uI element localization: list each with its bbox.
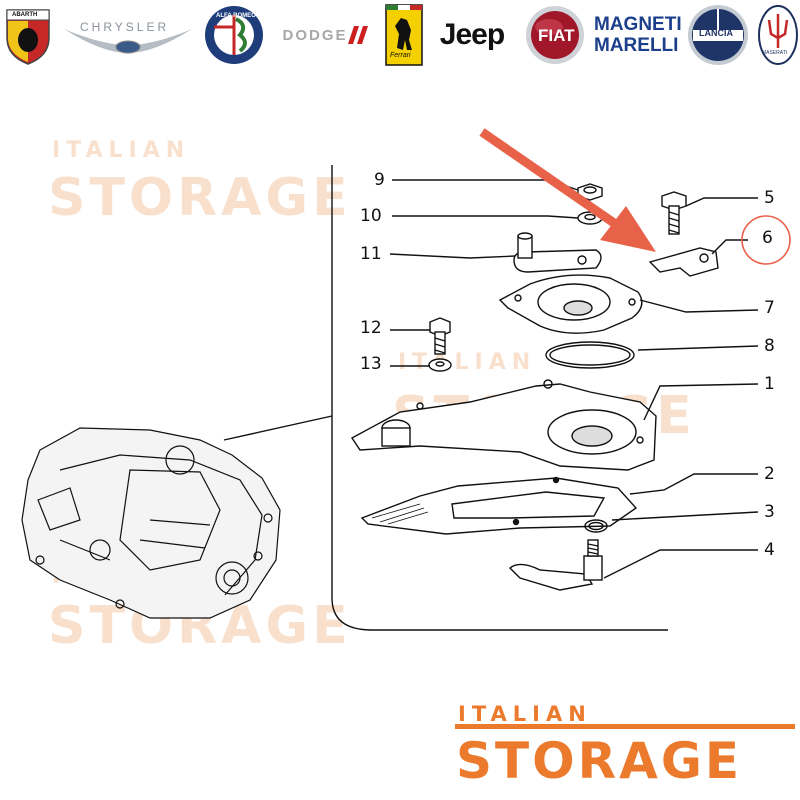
part-8-o-ring (545, 341, 635, 369)
watermark-italian-2: ITALIAN (398, 350, 537, 375)
maserati-label: MASERATI (762, 50, 788, 56)
callout-7: 7 (764, 298, 775, 318)
watermark-italian-1: ITALIAN (52, 138, 191, 163)
callout-8: 8 (764, 336, 775, 356)
leader-10 (392, 215, 579, 219)
part-7-cover (498, 274, 643, 334)
dodge-label: DODGE (282, 26, 348, 44)
alfa-romeo-badge-icon (205, 6, 263, 64)
lancia-label: LANCIA (699, 28, 733, 38)
leader-5 (685, 197, 758, 207)
ferrari-label: Ferrari (390, 52, 411, 59)
callout-2: 2 (764, 464, 775, 484)
callout-4: 4 (764, 540, 775, 560)
abarth-shield-icon (6, 9, 50, 65)
callout-11: 11 (360, 244, 382, 264)
ferrari-logo: Ferrari (384, 4, 424, 66)
lancia-badge-icon (688, 5, 748, 65)
lancia-logo: LANCIA (686, 4, 750, 66)
jeep-logo: Jeep (428, 4, 516, 66)
part-1-housing-plate (350, 379, 657, 471)
logo-divider-line (455, 724, 795, 729)
magneti-marelli-label: MAGNETI MARELLI (594, 14, 682, 56)
leader-2 (629, 473, 758, 495)
part-6-clip (648, 247, 719, 277)
leader-7 (639, 299, 759, 313)
part-4-lever (508, 539, 603, 591)
callout-12: 12 (360, 318, 382, 338)
logo-italian-text: ITALIAN (458, 702, 592, 726)
part-13-washer (428, 358, 452, 372)
brand-logo-bar: ABARTH CHRYSLER ALFA ROMEO DODGE (0, 0, 800, 72)
dodge-logo: DODGE (272, 4, 380, 66)
part-12-bolt (429, 317, 451, 355)
alfa-romeo-logo: ALFA ROMEO (203, 4, 265, 66)
leader-6 (711, 239, 748, 255)
callout-6: 6 (762, 228, 773, 248)
alfa-romeo-label: ALFA ROMEO (216, 13, 256, 19)
chrysler-label: CHRYSLER (80, 20, 170, 34)
frame-line (331, 165, 668, 631)
maserati-trident-icon (758, 5, 798, 65)
jeep-label: Jeep (439, 18, 505, 51)
abarth-label: ABARTH (12, 12, 38, 18)
callout-3: 3 (764, 502, 775, 522)
leader-1 (643, 383, 759, 421)
abarth-logo: ABARTH (2, 4, 54, 66)
watermark-storage-1: STORAGE (48, 168, 352, 228)
part-11-stud-plate (513, 232, 602, 273)
fiat-label: FIAT (538, 26, 575, 45)
red-pointer-arrow (479, 128, 656, 252)
maserati-logo: MASERATI (756, 4, 800, 66)
leader-11 (389, 253, 516, 259)
leader-8 (637, 345, 759, 351)
callout-9: 9 (374, 170, 385, 190)
leader-4 (603, 549, 758, 579)
callout-5: 5 (764, 188, 775, 208)
fiat-logo: FIAT (524, 4, 586, 66)
ferrari-shield-icon (385, 4, 423, 66)
callout-1: 1 (764, 374, 775, 394)
part-2-gasket (360, 476, 638, 535)
callout-13: 13 (360, 354, 382, 374)
leader-3 (611, 511, 759, 521)
part-5-bolt (661, 191, 687, 235)
fiat-badge-icon (526, 6, 584, 64)
part-6-highlight-ring (741, 215, 791, 265)
logo-storage-text: STORAGE (456, 732, 743, 790)
connector-line (223, 415, 333, 441)
gearbox-housing-drawing (21, 427, 281, 619)
dodge-stripes-icon (347, 26, 368, 44)
magneti-marelli-logo: MAGNETI MARELLI (588, 4, 682, 66)
chrysler-logo: CHRYSLER (62, 4, 194, 66)
chrysler-wings-icon (64, 29, 192, 54)
callout-10: 10 (360, 206, 382, 226)
part-3-ring (584, 519, 608, 533)
